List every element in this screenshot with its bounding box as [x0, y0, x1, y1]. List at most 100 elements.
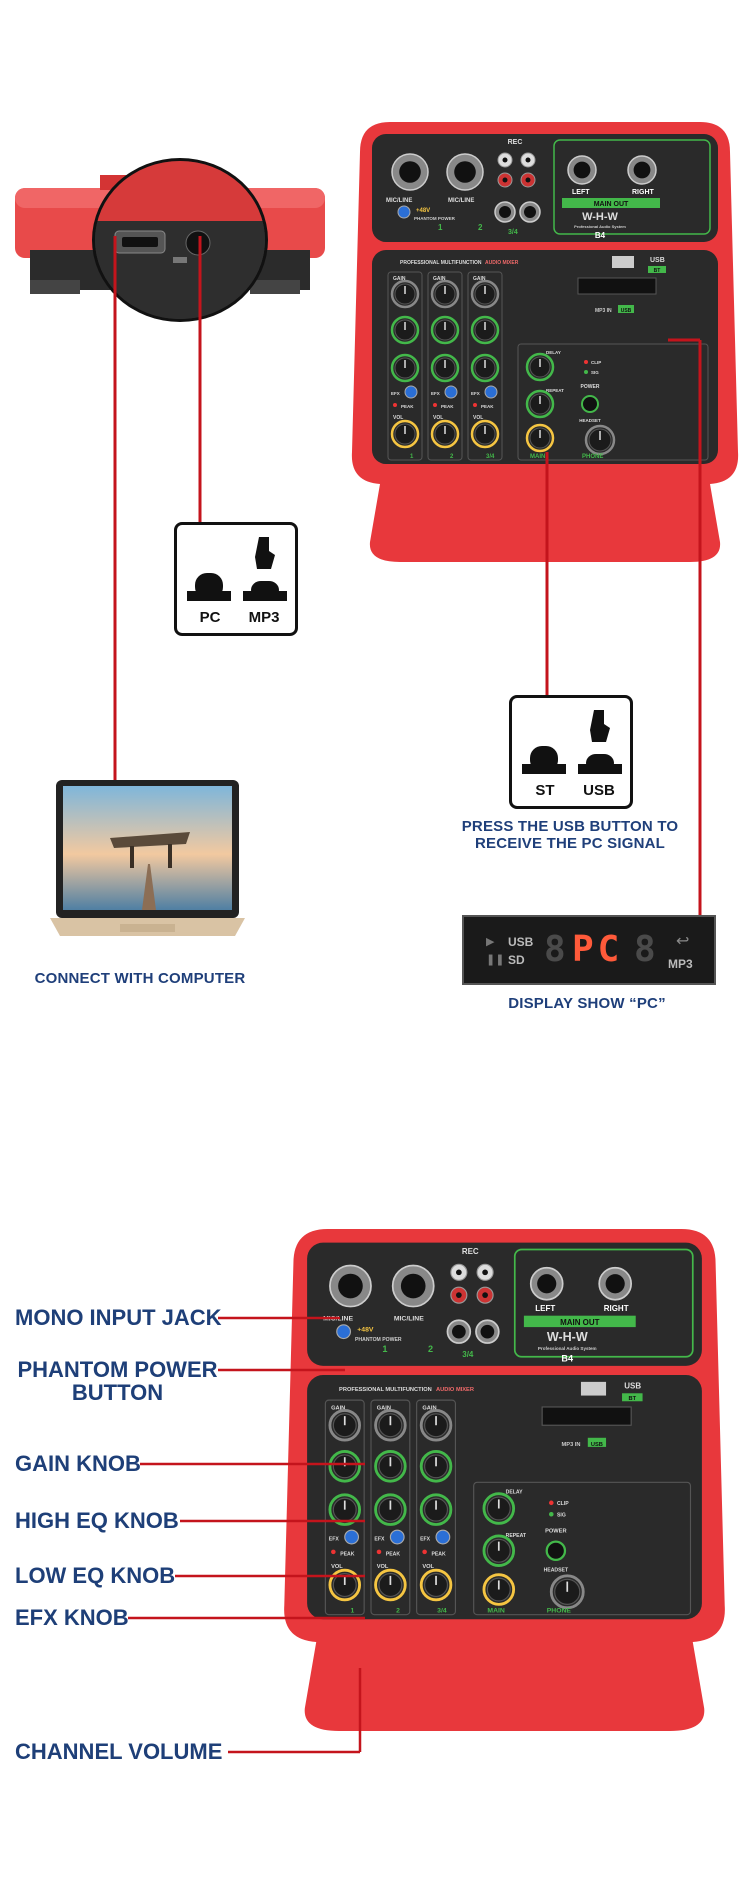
- channel-strip: [416, 1399, 457, 1616]
- knob-ring: [419, 1493, 453, 1526]
- label-phantom-power-line2: BUTTON: [71, 1380, 164, 1405]
- knob-ring: [374, 1450, 407, 1483]
- bt-badge: [648, 266, 666, 273]
- bt-label: BT: [628, 1396, 636, 1402]
- label-phantom-power-line1: PHANTOM POWER: [17, 1357, 218, 1382]
- usb-button-caption-line1: PRESS THE USB BUTTON TO: [461, 818, 679, 835]
- knob-ring: [419, 1568, 453, 1602]
- clip-label: CLIP: [557, 1501, 569, 1507]
- knob-ring: [525, 423, 555, 453]
- rca-jack-center: [525, 177, 531, 183]
- master-section: [517, 343, 709, 461]
- knob-ring: [328, 1493, 362, 1526]
- vol-label: VOL: [473, 415, 483, 421]
- efx-label: EFX: [431, 391, 440, 396]
- main-bottom: MAIN: [487, 1607, 505, 1614]
- sig-led: [549, 1511, 554, 1517]
- jack-3-hole: [499, 206, 511, 218]
- pc-mp3-switch-icon: PC MP3: [174, 522, 298, 636]
- connector-lines-bottom: [128, 1316, 365, 1754]
- knob-ring: [430, 279, 460, 309]
- main-out-box: [553, 139, 711, 235]
- usb-button-label: USB: [591, 1442, 603, 1448]
- knob-ring: [470, 353, 500, 383]
- knob-ring: [419, 1408, 453, 1442]
- usb-label: USB: [624, 1382, 641, 1391]
- channel-strip: [324, 1399, 365, 1616]
- knob-ring: [525, 389, 555, 419]
- phantom-label: PHANTOM POWER: [414, 216, 456, 221]
- sig-led: [584, 370, 588, 374]
- peak-led: [433, 403, 437, 407]
- efx-knob: [404, 385, 418, 399]
- main-out-bar: [523, 1315, 636, 1328]
- efx-knob: [389, 1529, 405, 1545]
- ch2-bottom: 2: [396, 1607, 400, 1614]
- mic-line-label-1: MIC/LINE: [386, 198, 412, 204]
- usb-button: [587, 1437, 607, 1447]
- rca-jack-center: [502, 177, 508, 183]
- master-section: [473, 1481, 692, 1616]
- main-right-label: RIGHT: [604, 1304, 629, 1313]
- knob-ring: [482, 1492, 516, 1525]
- channel-strip: [387, 271, 423, 461]
- brand-sub: Professional Audio System: [538, 1346, 597, 1351]
- plus48-label: +48V: [357, 1327, 374, 1334]
- main-out-label: MAIN OUT: [594, 201, 629, 208]
- display-caption: DISPLAY SHOW “PC”: [508, 995, 666, 1012]
- ch2-top: 2: [428, 1344, 433, 1354]
- brand-logo: W-H-W: [547, 1330, 588, 1344]
- label-low-eq-knob: LOW EQ KNOB: [15, 1563, 176, 1588]
- main-right-label: RIGHT: [632, 189, 655, 196]
- display-digit-dim: 8: [634, 929, 656, 970]
- model-label: B4: [561, 1353, 574, 1363]
- phantom-button: [336, 1324, 352, 1340]
- plus48-label: +48V: [416, 208, 430, 214]
- power-label: POWER: [581, 384, 600, 390]
- st-usb-switch-icon: ST USB: [509, 695, 633, 809]
- knob-ring: [419, 1450, 453, 1483]
- knob-ring: [328, 1568, 362, 1602]
- rca-jack-center: [482, 1269, 488, 1276]
- knob-ring: [549, 1574, 585, 1610]
- rca-jack-center: [456, 1292, 462, 1299]
- efx-knob: [444, 385, 458, 399]
- knob-ring: [470, 315, 500, 345]
- mic-line-label-2: MIC/LINE: [394, 1315, 424, 1322]
- usb-port: [580, 1381, 607, 1396]
- efx-label: EFX: [420, 1536, 431, 1542]
- power-label: POWER: [545, 1528, 567, 1534]
- delay-label: DELAY: [506, 1490, 523, 1496]
- brand-logo: W-H-W: [582, 211, 618, 223]
- usb-button-caption-line2: RECEIVE THE PC SIGNAL: [474, 835, 666, 852]
- knob-ring: [430, 353, 460, 383]
- headset-label: HEADSET: [544, 1567, 569, 1573]
- label-efx-knob: EFX KNOB: [15, 1605, 129, 1630]
- mixer-title-accent: AUDIO MIXER: [485, 260, 519, 266]
- vol-label: VOL: [331, 1564, 343, 1570]
- usb-button-label: USB: [621, 308, 632, 314]
- phone-bottom: PHONE: [547, 1607, 572, 1614]
- model-label: B4: [595, 231, 606, 240]
- peak-led: [331, 1549, 336, 1555]
- connect-computer-caption: CONNECT WITH COMPUTER: [34, 970, 246, 987]
- ch1-bottom: 1: [410, 454, 414, 460]
- peak-label: PEAK: [441, 404, 454, 409]
- peak-label: PEAK: [431, 1551, 446, 1557]
- phantom-label: PHANTOM POWER: [355, 1337, 402, 1343]
- efx-label: EFX: [391, 391, 400, 396]
- channel-strip: [427, 271, 463, 461]
- mini-display: [577, 277, 657, 295]
- display-digit-dim: 8: [544, 929, 566, 970]
- ch34-top: 3/4: [508, 229, 518, 236]
- peak-led: [422, 1549, 427, 1555]
- ch1-top: 1: [382, 1344, 387, 1354]
- mixer-title: PROFESSIONAL MULTIFUNCTION: [400, 260, 482, 266]
- gain-label: GAIN: [422, 1405, 436, 1411]
- main-out-right-jack-hole: [633, 161, 651, 179]
- channel-strip: [370, 1399, 411, 1616]
- rca-jack-center: [482, 1292, 488, 1299]
